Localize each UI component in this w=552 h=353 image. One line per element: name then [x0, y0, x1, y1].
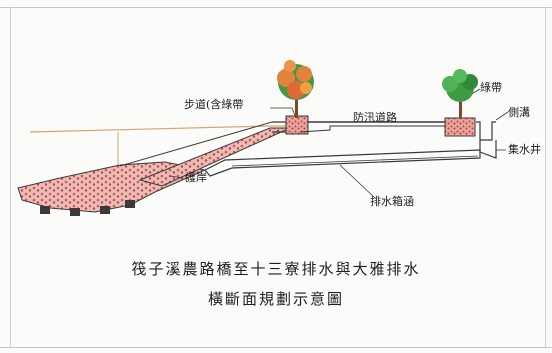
leader-revetment	[169, 175, 184, 179]
leader-sidewalk	[270, 107, 297, 119]
flood-road-underside	[299, 125, 445, 133]
right-planter-box	[444, 117, 476, 137]
label-revetment: 護岸	[185, 171, 207, 184]
leader-side-ditch	[495, 111, 509, 121]
catch-well	[479, 140, 497, 159]
diagram-title-line-2: 橫斷面規劃示意圖	[207, 290, 344, 308]
box-culvert	[204, 149, 481, 177]
frame-line-right	[545, 7, 546, 347]
revetment-slope	[138, 127, 291, 187]
side-ditch	[476, 121, 496, 141]
frame-line-bottom	[0, 347, 552, 348]
left-tree-icon	[277, 60, 314, 118]
leader-box-culvert	[339, 164, 376, 199]
label-flood-road: 防汛道路	[353, 111, 397, 124]
right-tree-icon	[442, 69, 478, 118]
frame-line-top	[0, 7, 552, 8]
label-catch-well: 集水井	[508, 143, 541, 156]
label-green-belt: 綠帶	[480, 81, 502, 94]
frame-line-left	[10, 7, 11, 347]
revetment-slope-line	[119, 121, 273, 167]
footing-blocks	[40, 200, 135, 216]
culvert-inner-line	[231, 155, 479, 167]
diagram-title-line-1: 筏子溪農路橋至十三寮排水與大雅排水	[131, 260, 421, 278]
label-box-culvert: 排水箱涵	[370, 195, 414, 208]
water-line	[29, 125, 300, 133]
label-side-ditch: 側溝	[508, 106, 530, 119]
label-sidewalk: 步道(含綠帶	[184, 98, 244, 111]
